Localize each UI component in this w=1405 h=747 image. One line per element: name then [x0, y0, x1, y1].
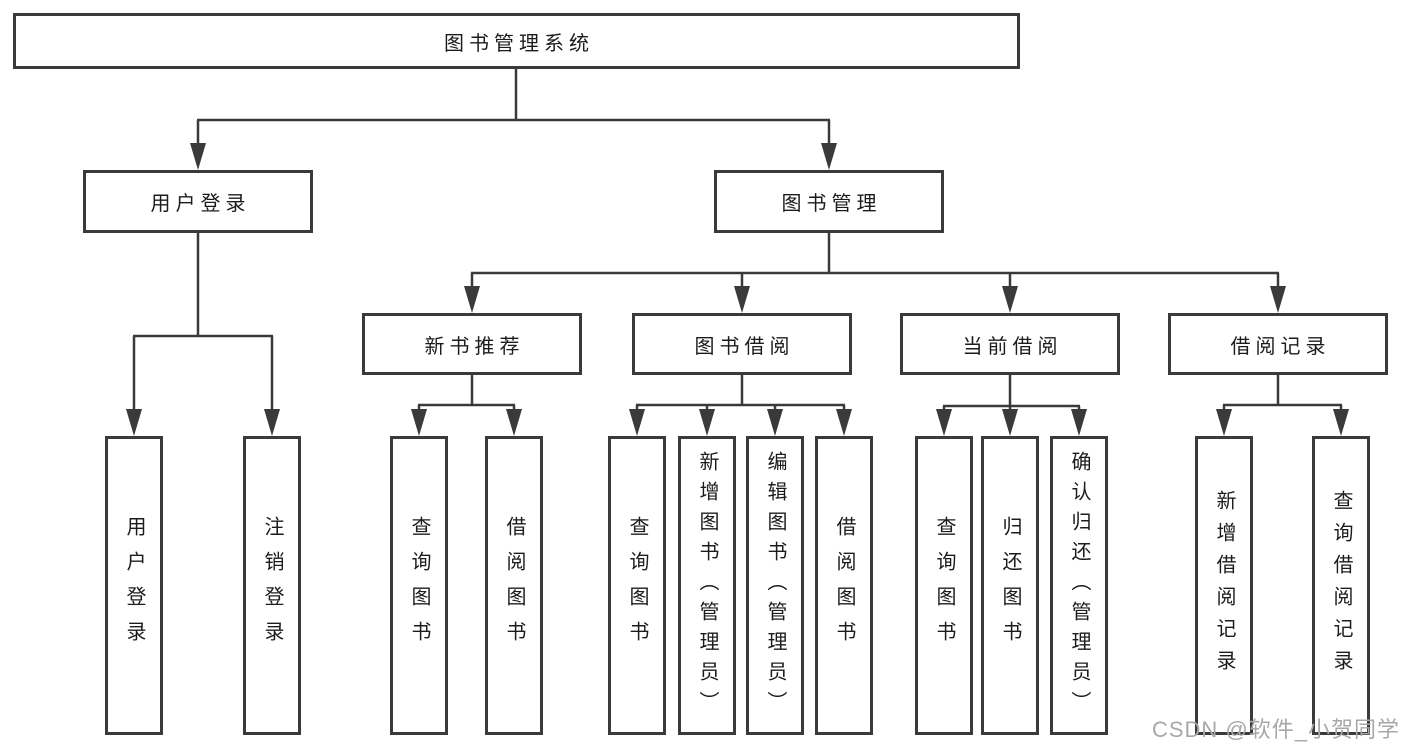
- leaf-logout: 注销登录: [243, 436, 301, 735]
- leaf-query-book-1: 查询图书: [390, 436, 448, 735]
- node-current-borrow: 当前借阅: [900, 313, 1120, 375]
- leaf-query-book-3: 查询图书: [915, 436, 973, 735]
- leaf-borrow-book-1: 借阅图书: [485, 436, 543, 735]
- csdn-watermark: CSDN @软件_小贺同学: [1151, 717, 1400, 742]
- leaf-confirm-return-admin: 确认归还（管理员）: [1050, 436, 1108, 735]
- leaf-add-book-admin: 新增图书（管理员）: [678, 436, 736, 735]
- node-library-system: 图书管理系统: [13, 13, 1020, 69]
- leaf-query-borrow-record: 查询借阅记录: [1312, 436, 1370, 735]
- node-book-management: 图书管理: [714, 170, 944, 233]
- node-user-login: 用户登录: [83, 170, 313, 233]
- leaf-user-login: 用户登录: [105, 436, 163, 735]
- leaf-return-book: 归还图书: [981, 436, 1039, 735]
- node-book-borrow: 图书借阅: [632, 313, 852, 375]
- leaf-query-book-2: 查询图书: [608, 436, 666, 735]
- node-new-book-recommend: 新书推荐: [362, 313, 582, 375]
- leaf-edit-book-admin: 编辑图书（管理员）: [746, 436, 804, 735]
- node-borrow-records: 借阅记录: [1168, 313, 1388, 375]
- leaf-borrow-book-2: 借阅图书: [815, 436, 873, 735]
- arrowheads: [126, 143, 1349, 436]
- leaf-add-borrow-record: 新增借阅记录: [1195, 436, 1253, 735]
